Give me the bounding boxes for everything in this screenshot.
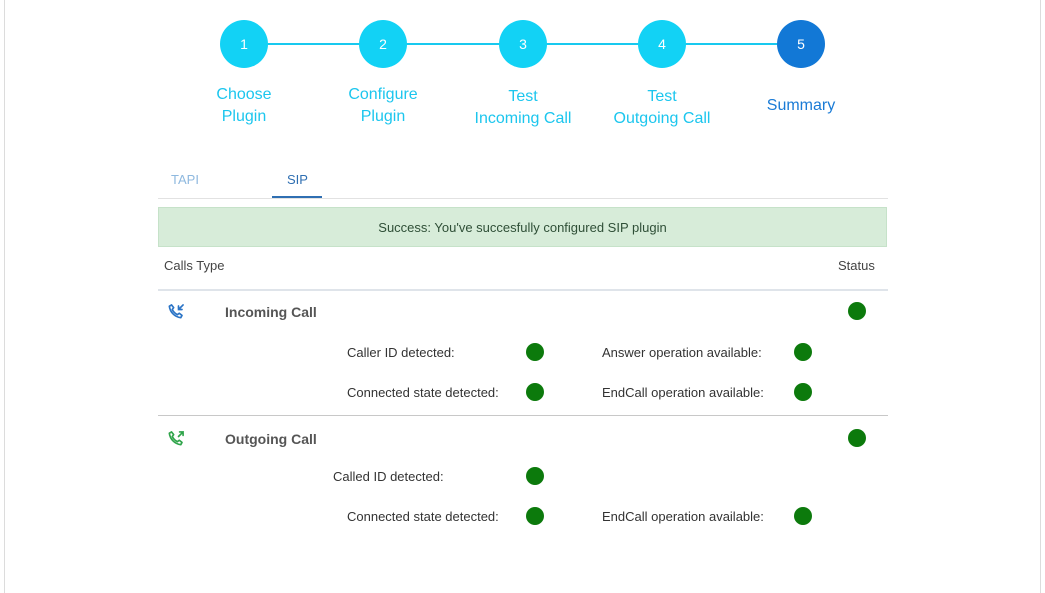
- step-5-label: Summary: [726, 95, 876, 117]
- window-right-border: [1040, 0, 1041, 593]
- phone-incoming-icon: [168, 304, 184, 319]
- step-3-label-line1: Test: [508, 88, 538, 105]
- answer-operation-label: Answer operation available:: [602, 345, 762, 360]
- caller-id-label: Caller ID detected:: [347, 345, 455, 360]
- step-3-label-line2: Incoming Call: [474, 110, 572, 127]
- step-4-label: Test Outgoing Call: [587, 86, 737, 130]
- incoming-call-status-indicator: [848, 302, 866, 320]
- step-3-number: 3: [519, 36, 527, 52]
- tab-active-indicator: [272, 196, 322, 198]
- step-5-number: 5: [797, 36, 805, 52]
- tab-sip[interactable]: SIP: [287, 172, 308, 187]
- tabs-divider: [158, 198, 888, 199]
- step-1-number: 1: [240, 36, 248, 52]
- step-1-circle[interactable]: 1: [220, 20, 268, 68]
- step-1-label-line1: Choose: [216, 86, 272, 103]
- incoming-connected-state-status-indicator: [526, 383, 544, 401]
- outgoing-connected-state-status-indicator: [526, 507, 544, 525]
- answer-operation-status-indicator: [794, 343, 812, 361]
- window-left-border: [4, 0, 5, 593]
- outgoing-call-title: Outgoing Call: [225, 431, 317, 447]
- tab-tapi[interactable]: TAPI: [171, 172, 199, 187]
- incoming-call-title: Incoming Call: [225, 304, 317, 320]
- step-4-circle[interactable]: 4: [638, 20, 686, 68]
- step-5-circle[interactable]: 5: [777, 20, 825, 68]
- step-3-label: Test Incoming Call: [448, 86, 598, 130]
- header-divider: [158, 289, 888, 291]
- incoming-connected-state-label: Connected state detected:: [347, 385, 499, 400]
- step-5-label-line1: Summary: [766, 97, 836, 114]
- caller-id-status-indicator: [526, 343, 544, 361]
- outgoing-endcall-operation-status-indicator: [794, 507, 812, 525]
- step-2-label: Configure Plugin: [308, 84, 458, 128]
- called-id-status-indicator: [526, 467, 544, 485]
- step-3-circle[interactable]: 3: [499, 20, 547, 68]
- step-1-label-line2: Plugin: [221, 108, 267, 125]
- step-4-label-line2: Outgoing Call: [613, 110, 711, 127]
- outgoing-call-status-indicator: [848, 429, 866, 447]
- step-1-label: Choose Plugin: [169, 84, 319, 128]
- step-2-label-line1: Configure: [348, 86, 418, 103]
- incoming-endcall-operation-status-indicator: [794, 383, 812, 401]
- step-2-number: 2: [379, 36, 387, 52]
- status-header: Status: [838, 258, 875, 273]
- step-4-number: 4: [658, 36, 666, 52]
- outgoing-endcall-operation-label: EndCall operation available:: [602, 509, 764, 524]
- outgoing-connected-state-label: Connected state detected:: [347, 509, 499, 524]
- success-banner: Success: You've succesfully configured S…: [158, 207, 887, 247]
- success-banner-text: Success: You've succesfully configured S…: [378, 219, 667, 235]
- phone-outgoing-icon: [168, 431, 184, 446]
- section-divider: [158, 415, 888, 416]
- called-id-label: Called ID detected:: [333, 469, 444, 484]
- calls-type-header: Calls Type: [164, 258, 225, 273]
- step-2-label-line2: Plugin: [360, 108, 406, 125]
- step-4-label-line1: Test: [647, 88, 677, 105]
- step-2-circle[interactable]: 2: [359, 20, 407, 68]
- incoming-endcall-operation-label: EndCall operation available:: [602, 385, 764, 400]
